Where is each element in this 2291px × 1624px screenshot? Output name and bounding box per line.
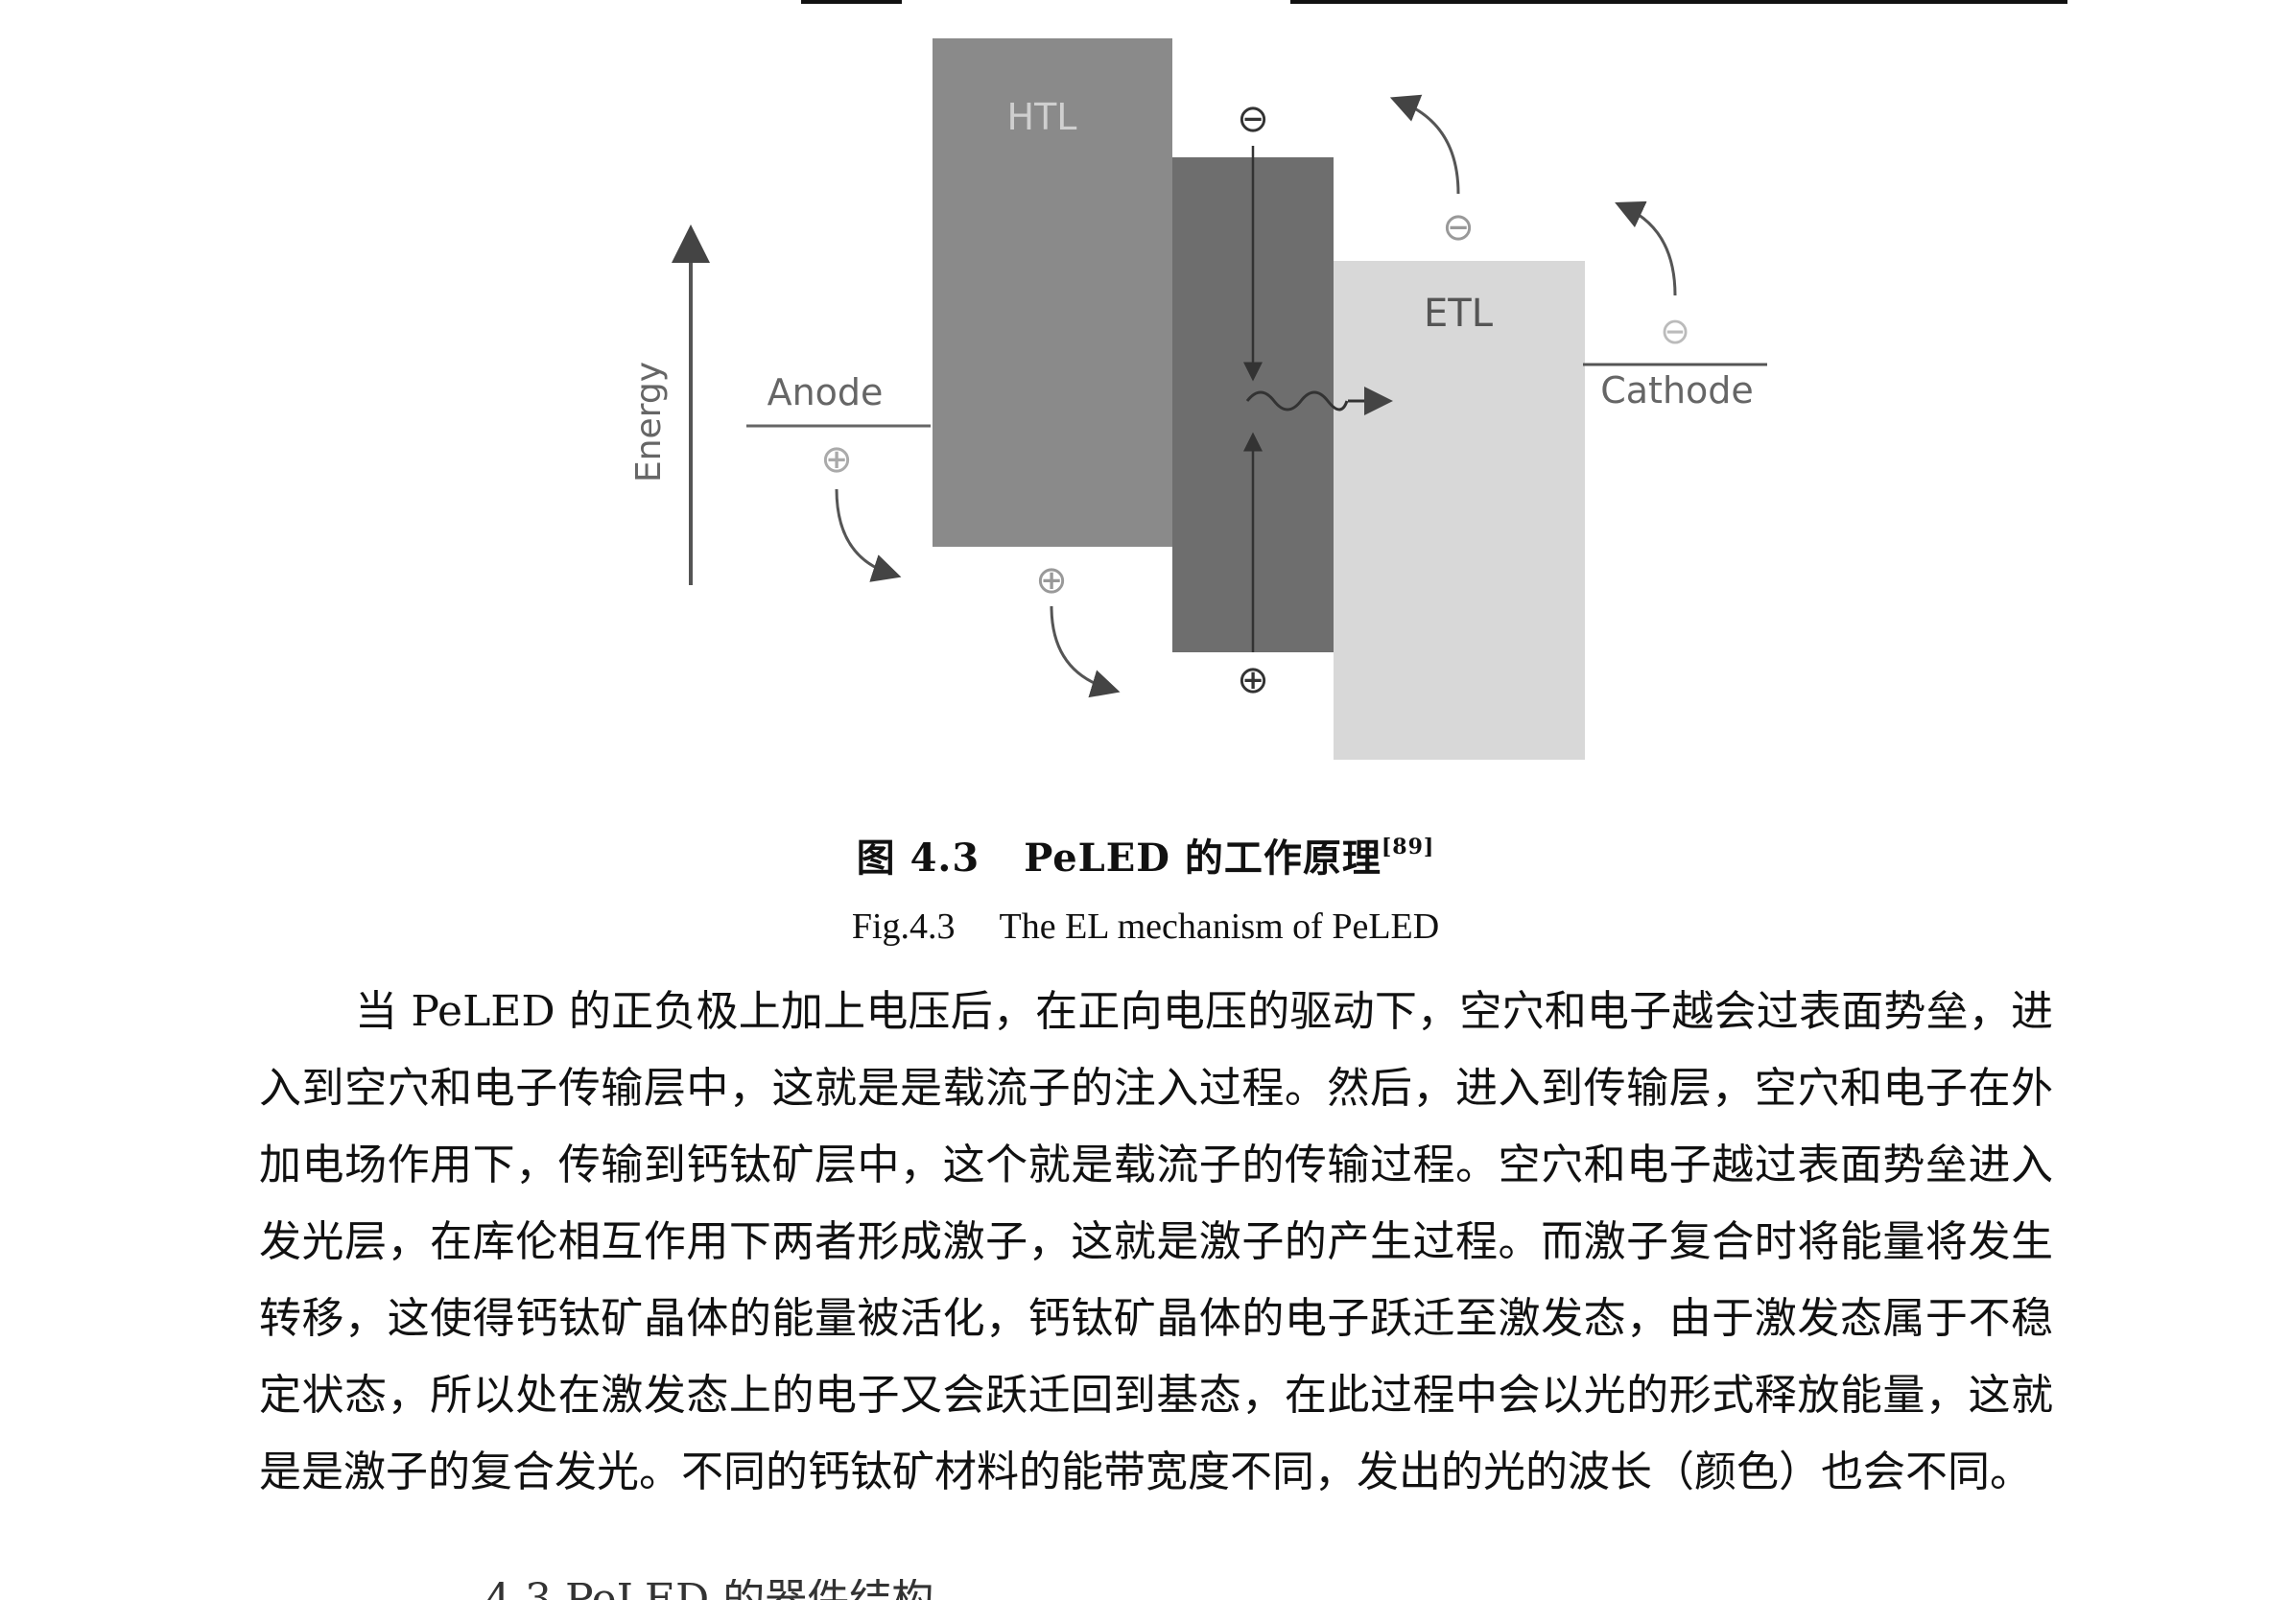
figure-title-en: The EL mechanism of PeLED [999, 906, 1440, 947]
page-top-rule-left [801, 0, 902, 4]
etl-label: ETL [1424, 292, 1494, 336]
energy-axis-label: Energy [629, 362, 669, 482]
cathode-label: Cathode [1600, 369, 1754, 412]
htl-label: HTL [1007, 96, 1077, 138]
htl-hole-icon: ⊕ [1035, 558, 1068, 602]
next-section-fragment: 4.3 PeLED 的器件结构 [484, 1575, 934, 1624]
etl-layer [1334, 261, 1585, 760]
page-top-rule-right [1290, 0, 2067, 4]
etl-electron-icon: ⊖ [1442, 205, 1475, 249]
emissive-electron-icon: ⊖ [1237, 97, 1269, 141]
electron-injection-arrow-icon [1615, 200, 1677, 296]
photon-emission-wave-icon [1245, 390, 1349, 412]
energy-diagram-svg: Energy HTL ETL Anode ⊕ ⊕ ⊖ ⊕ ⊖ Cathode ⊖ [629, 38, 1767, 760]
figure-number-en: Fig.4.3 [851, 906, 956, 947]
body-paragraph: 当 PeLED 的正负极上加上电压后，在正向电压的驱动下，空穴和电子越会过表面势… [259, 987, 2053, 1496]
cathode-electron-icon: ⊖ [1660, 310, 1690, 352]
figure-caption-english: Fig.4.3 The EL mechanism of PeLED [0, 906, 2291, 948]
figure-reference: [89] [1381, 835, 1435, 859]
anode-label: Anode [768, 371, 884, 413]
emissive-hole-icon: ⊕ [1237, 658, 1269, 702]
figure-title-cn: PeLED 的工作原理 [1024, 836, 1382, 881]
figure-number-cn: 图 4.3 [856, 836, 980, 881]
anode-hole-icon: ⊕ [820, 437, 853, 482]
hole-transport-arrow-icon [1050, 605, 1121, 698]
peled-energy-diagram: Energy HTL ETL Anode ⊕ ⊕ ⊖ ⊕ ⊖ Cathode ⊖ [585, 38, 1784, 767]
figure-caption-chinese: 图 4.3 PeLED 的工作原理[89] [0, 827, 2291, 883]
htl-layer [933, 38, 1172, 547]
electron-transport-arrow-icon [1389, 94, 1460, 195]
hole-injection-arrow-icon [835, 488, 902, 582]
